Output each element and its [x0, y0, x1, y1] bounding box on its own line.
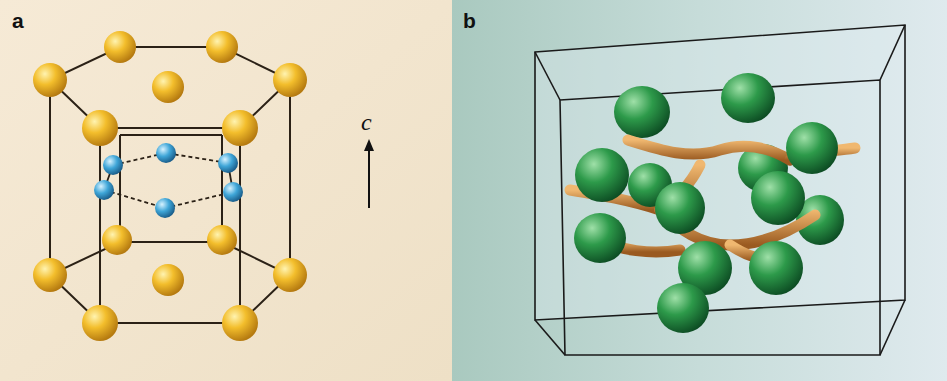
magnesium-atom — [33, 31, 307, 341]
boron-atom — [94, 143, 243, 218]
boron-bond — [104, 163, 233, 192]
panel-ground — [452, 0, 947, 381]
charge-density-sphere — [574, 122, 838, 333]
lattice-frame — [50, 47, 290, 323]
axis-label: c — [361, 110, 372, 134]
unit-cell-box — [535, 25, 905, 355]
charge-density-sphere — [614, 73, 844, 245]
axis-arrow — [364, 139, 374, 208]
panel-ground — [0, 0, 452, 381]
panel-label: a — [12, 10, 24, 31]
panel-label: b — [463, 10, 476, 31]
